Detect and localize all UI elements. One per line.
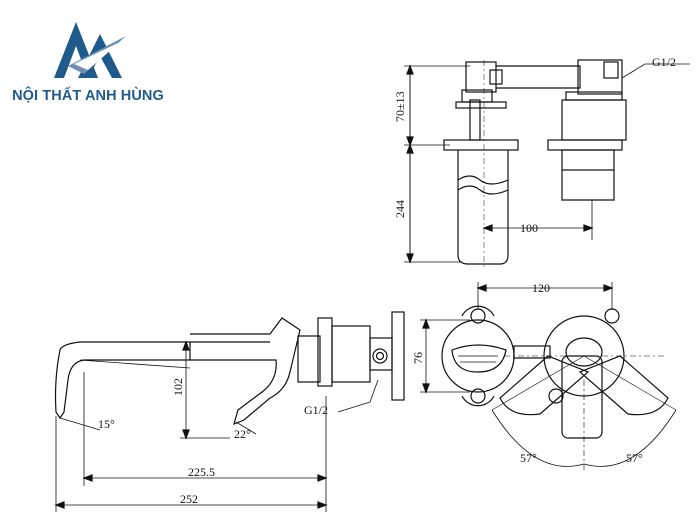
dim-244-label: 244 [393,200,407,218]
top-view [404,59,690,270]
angle-right-label: 57° [626,451,643,465]
dim-76-label: 76 [411,352,425,364]
thread-side-label: G1/2 [304,403,328,417]
thread-top-label: G1/2 [652,55,676,69]
side-view [54,311,405,512]
dim-102-label: 102 [171,378,185,396]
dim-120-label: 120 [532,281,550,295]
angle-22-label: 22° [234,427,251,441]
dim-225-label: 225.5 [188,465,215,479]
front-view [420,282,677,470]
brand-block: NỘI THẤT ANH HÙNG [8,14,168,104]
dim-252-label: 252 [180,492,198,506]
mountain-peaks-logo-icon [54,22,126,78]
brand-name: NỘI THẤT ANH HÙNG [12,88,164,104]
angle-15-label: 15° [98,417,115,431]
angle-left-label: 57° [520,451,537,465]
dim-100-label: 100 [520,221,538,235]
dim-70-label: 70±13 [393,91,407,122]
